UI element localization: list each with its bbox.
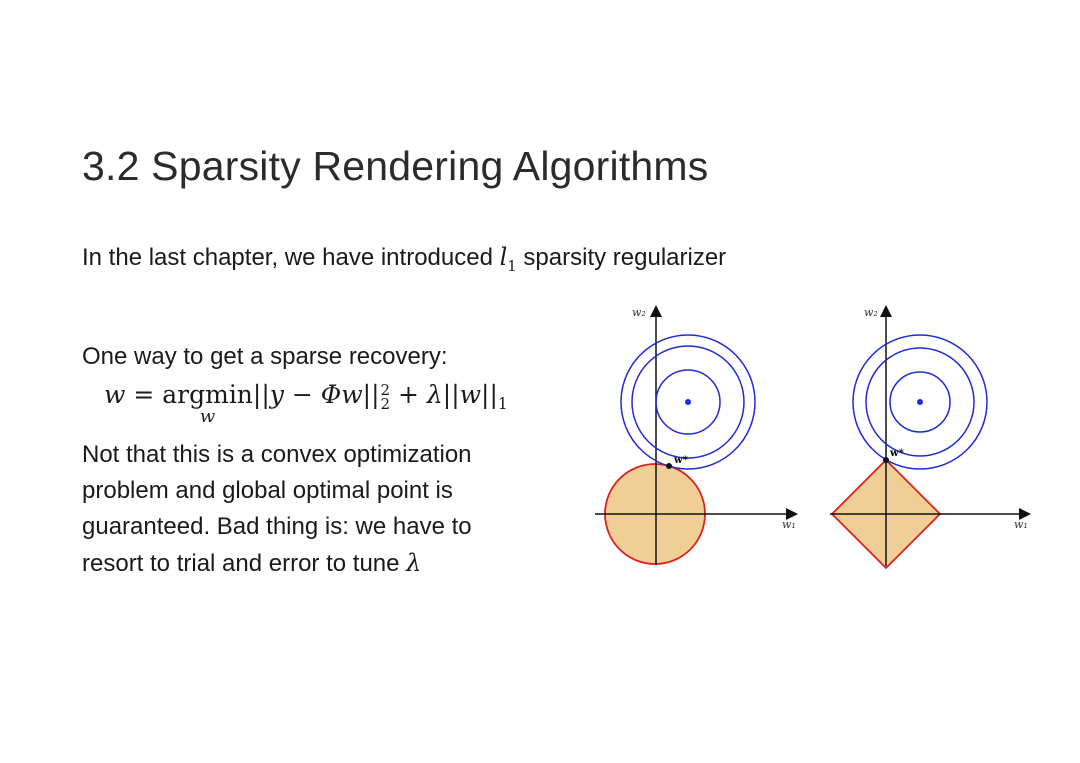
formula-eq: = <box>125 380 163 409</box>
l2-contour-inner <box>655 369 721 435</box>
reg-norm-open: || <box>442 380 460 409</box>
l2-contour-middle <box>631 345 745 459</box>
formula-w-reg: w <box>459 380 482 409</box>
l1-contour-middle <box>865 347 975 457</box>
reg-norm-close: || <box>481 380 498 409</box>
note-lambda: λ <box>406 549 422 577</box>
formula-lambda: λ <box>426 380 443 409</box>
recovery-line: One way to get a sparse recovery: <box>82 343 448 370</box>
note-line-2: problem and global optimal point is <box>82 477 453 504</box>
note-line-4-text: resort to trial and error to tune <box>82 550 407 577</box>
note-line-1: Not that this is a convex optimization <box>82 441 472 468</box>
norm-sup: 2 <box>380 380 391 399</box>
note-line-4: resort to trial and error to tune λ <box>82 545 582 582</box>
l2-x-label: w₁ <box>782 518 796 531</box>
l2-contour-outer <box>620 334 756 470</box>
l1-solution-label: w* <box>889 448 905 459</box>
reg-subscript: 1 <box>497 395 508 413</box>
intro-prefix: In the last chapter, we have introduced <box>82 244 500 271</box>
regularization-figure: w* w₂ w₁ w* w₂ w₁ <box>595 305 1031 570</box>
l2-center-dot <box>685 399 691 405</box>
l1-solution-dot <box>883 457 889 463</box>
l2-solution-dot <box>666 463 672 469</box>
l1-subscript: 1 <box>507 256 517 275</box>
intro-suffix: sparsity regularizer <box>516 244 727 271</box>
l2-y-label: w₂ <box>632 306 646 319</box>
note-line-3: guaranteed. Bad thing is: we have to <box>82 513 472 540</box>
formula-plus: + <box>390 380 427 409</box>
l1-panel: w* w₂ w₁ <box>830 305 1031 570</box>
convexity-note: Not that this is a convex optimization p… <box>82 437 582 582</box>
l1-contour-inner <box>889 371 951 433</box>
formula-lhs: w <box>104 380 126 409</box>
l2-solution-label: w* <box>673 455 689 466</box>
norm-sub: 2 <box>380 394 391 413</box>
l1-y-label: w₂ <box>864 306 878 319</box>
norm-close: || <box>362 380 380 409</box>
formula-w-inner: w <box>341 380 363 409</box>
argmin-text: argmin <box>162 380 253 409</box>
l2-panel: w* w₂ w₁ <box>595 305 798 565</box>
formula-phi: Φ <box>320 380 342 409</box>
formula-y: y <box>269 380 284 409</box>
l1-contour-outer <box>852 334 988 470</box>
intro-line: In the last chapter, we have introduced … <box>82 243 726 275</box>
argmin-subscript: w <box>199 406 216 427</box>
l1-center-dot <box>917 399 923 405</box>
norm-open: || <box>252 380 270 409</box>
l1-x-label: w₁ <box>1014 518 1028 531</box>
slide-title: 3.2 Sparsity Rendering Algorithms <box>82 143 709 189</box>
l1-symbol: l <box>499 243 508 271</box>
formula-minus: − <box>283 380 321 409</box>
